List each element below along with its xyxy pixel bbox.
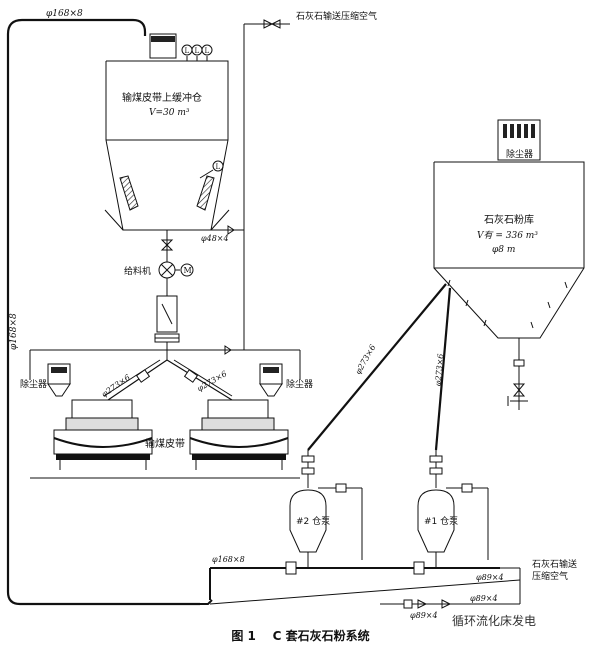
dust-collector-left (47, 363, 71, 397)
belt-label: 输煤皮带 (145, 437, 185, 450)
dust-collector-left-label: 除尘器 (20, 378, 47, 390)
dust-collector-mid (259, 363, 283, 397)
silo-dust-label: 除尘器 (506, 148, 533, 160)
air-label-right-1: 石灰石输送 (532, 558, 577, 570)
main-loop-pipe (6, 18, 200, 606)
buffer-bin (104, 33, 230, 231)
d89-label-a: φ89×4 (476, 573, 504, 582)
d168-label-left: φ168×8 (9, 313, 19, 350)
silo-name: 石灰石粉库 (484, 213, 534, 226)
silo-volume: V有 = 336 m³ (477, 230, 538, 241)
d89-label-c: φ89×4 (410, 611, 438, 620)
level-label-3: L (205, 47, 210, 55)
pump-2-label: #2 仓泵 (296, 515, 330, 527)
air-label-right-2: 压缩空气 (532, 570, 568, 582)
pump-1-label: #1 仓泵 (424, 515, 458, 527)
d168-label-bottom: φ168×8 (212, 555, 245, 564)
level-label-4: L (216, 163, 221, 171)
air-label-top: 石灰石输送压缩空气 (296, 10, 377, 22)
level-gauges (181, 44, 224, 179)
dust-collector-mid-label: 除尘器 (286, 378, 313, 390)
belt-conveyor-right (189, 399, 289, 470)
d48-label: φ48×4 (201, 234, 229, 243)
d273-label-d: φ273×6 (433, 353, 445, 386)
silo-diameter: φ8 m (492, 245, 515, 255)
figure-title: C 套石灰石粉系统 (272, 629, 370, 643)
belt-conveyor-left (53, 399, 153, 470)
buffer-bin-volume: V=30 m³ (149, 108, 190, 118)
watermark: 循环流化床发电 (452, 614, 537, 628)
level-label-2: L (195, 47, 200, 55)
pump-1 (417, 450, 455, 568)
feeder-label: 给料机 (124, 265, 151, 277)
d89-label-b: φ89×4 (470, 594, 498, 603)
figure-caption: 图 1 C 套石灰石粉系统 (0, 627, 601, 644)
motor-label: M (184, 266, 192, 275)
limestone-silo (433, 119, 585, 339)
level-label-1: L (185, 47, 190, 55)
figure-number: 图 1 (231, 629, 256, 643)
buffer-bin-label: 输煤皮带上缓冲仓 (122, 91, 202, 104)
pump-2 (289, 450, 327, 568)
air-valve-top (263, 19, 281, 29)
chute (156, 295, 178, 333)
d168-label-top: φ168×8 (46, 9, 83, 19)
